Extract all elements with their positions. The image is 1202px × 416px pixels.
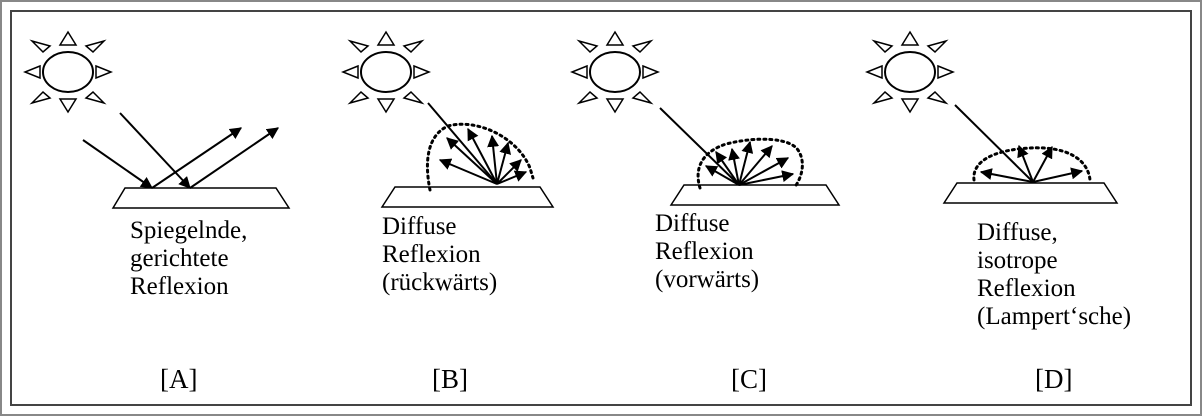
- label-line: Reflexion: [130, 273, 229, 300]
- label-line: isotrope: [977, 247, 1058, 274]
- scatter-ray: [467, 127, 498, 185]
- panel-d-graphic: [864, 30, 1119, 204]
- panel-c-tag: [C]: [731, 364, 767, 394]
- scatter-ray: [715, 151, 740, 186]
- surface: [942, 182, 1119, 204]
- sun-icon: [340, 30, 432, 114]
- surface: [111, 187, 291, 209]
- sun-icon: [864, 30, 956, 114]
- scatter-ray: [496, 159, 522, 185]
- incident-ray: [427, 102, 498, 185]
- scatter-lobe: [696, 137, 804, 190]
- surface: [380, 186, 555, 208]
- scatter-ray: [1032, 167, 1084, 183]
- scatter-lobe: [972, 146, 1092, 182]
- scatter-ray: [446, 137, 498, 185]
- label-line: Reflexion: [977, 275, 1076, 302]
- panel-d-tag: [D]: [1035, 364, 1073, 394]
- scatter-ray: [496, 170, 528, 185]
- panel-b-tag: [B]: [432, 364, 468, 394]
- reflected-ray: [151, 127, 242, 189]
- panel-a-tag: [A]: [160, 364, 198, 394]
- label-line: Spiegelnde,: [130, 217, 248, 244]
- label-line: (Lampert‘sche): [977, 303, 1132, 330]
- scatter-ray: [438, 158, 498, 185]
- scatter-ray: [704, 165, 740, 186]
- scatter-lobe: [426, 122, 535, 192]
- label-line: (vorwärts): [655, 266, 760, 293]
- label-line: Reflexion: [655, 238, 754, 265]
- incident-ray: [659, 107, 740, 186]
- sun-icon: [22, 30, 114, 114]
- label-line: (rückwärts): [382, 269, 498, 296]
- label-line: Diffuse: [382, 213, 457, 240]
- label-line: Diffuse,: [977, 219, 1058, 246]
- reflected-ray: [189, 127, 279, 189]
- label-line: Reflexion: [382, 241, 481, 268]
- scatter-ray: [496, 141, 511, 185]
- incident-ray: [954, 104, 1034, 183]
- panel-c-label: Diffuse Reflexion (vorwärts): [655, 210, 759, 294]
- scatter-ray: [979, 168, 1034, 183]
- surface: [669, 184, 841, 206]
- panel-a-label: Spiegelnde, gerichtete Reflexion: [130, 217, 247, 301]
- scatter-ray: [738, 157, 790, 186]
- panel-a-graphic: [22, 30, 291, 209]
- inner-frame: [10, 10, 1192, 406]
- scatter-ray: [738, 145, 773, 186]
- panel-b-graphic: [340, 30, 555, 208]
- panel-d-label: Diffuse, isotrope Reflexion (Lampert‘sch…: [977, 219, 1131, 331]
- label-line: gerichtete: [130, 245, 229, 272]
- scatter-ray: [738, 140, 754, 186]
- scatter-ray: [728, 147, 740, 186]
- scatter-ray: [487, 134, 500, 185]
- label-line: Diffuse: [655, 210, 730, 237]
- incident-ray: [119, 112, 191, 189]
- panel-b-label: Diffuse Reflexion (rückwärts): [382, 213, 497, 297]
- panel-c-graphic: [569, 30, 841, 206]
- scatter-ray: [1032, 145, 1053, 183]
- scatter-ray: [1017, 144, 1034, 183]
- scatter-ray: [738, 170, 795, 186]
- sun-icon: [569, 30, 661, 114]
- incident-ray: [82, 139, 153, 189]
